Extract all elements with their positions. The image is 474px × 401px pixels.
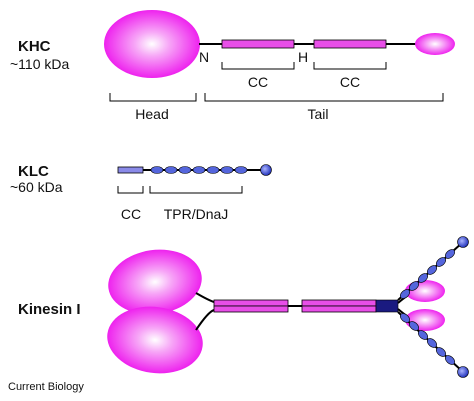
klc-tpr-bead <box>234 166 248 174</box>
kinesin-stalk-1-lower <box>213 305 289 313</box>
khc-head-domain <box>104 10 200 78</box>
khc-tail-globule <box>415 33 455 55</box>
klc-tpr-repeats <box>150 166 248 174</box>
kinesin-neck-line-2 <box>195 309 215 331</box>
klc-coiled-coil <box>117 166 144 174</box>
khc-cc1-label: CC <box>248 74 268 90</box>
kinesin-terminal-bead <box>457 236 469 248</box>
kinesin-tpr-bead <box>435 347 447 357</box>
kinesin-tpr-bead <box>417 330 429 340</box>
klc-tpr-bead <box>178 166 192 174</box>
khc-n-label: N <box>199 49 209 65</box>
klc-tpr-bracket <box>149 186 243 194</box>
khc-h-label: H <box>298 49 308 65</box>
kinesin-tail-globule-1 <box>405 280 445 302</box>
kinesin-tpr-bead <box>426 338 438 348</box>
kinesin-head-1 <box>108 249 202 315</box>
kinesin-stalk-1-upper <box>213 299 289 307</box>
kinesin-head-2 <box>107 306 203 374</box>
klc-cc-label: CC <box>121 206 141 222</box>
kinesin-title: Kinesin I <box>18 301 81 318</box>
kinesin-tpr-bead <box>444 249 456 259</box>
kinesin-klc-cc-block <box>375 299 399 313</box>
kinesin-tpr-bead <box>408 281 420 291</box>
kinesin-tpr-bead <box>417 273 429 283</box>
kinesin-terminal-bead <box>457 366 469 378</box>
khc-cc1-bracket <box>221 62 295 70</box>
klc-tpr-bead <box>150 166 164 174</box>
klc-tpr-label: TPR/DnaJ <box>164 206 229 222</box>
klc-terminal-bead <box>260 164 272 176</box>
khc-coiled-coil-2 <box>313 39 387 49</box>
klc-tpr-bead <box>164 166 178 174</box>
klc-tpr-bead <box>192 166 206 174</box>
klc-cc-bracket <box>117 186 144 194</box>
khc-head-label: Head <box>135 106 168 122</box>
khc-tail-label: Tail <box>307 106 328 122</box>
klc-mass: ~60 kDa <box>10 179 63 195</box>
kinesin-tpr-bead <box>444 355 456 365</box>
kinesin-tpr-bead <box>435 257 447 267</box>
klc-tpr-bead <box>206 166 220 174</box>
kinesin-stalk-2-lower <box>301 305 377 313</box>
kinesin-tpr-bead <box>408 321 420 331</box>
kinesin-neck-line-1 <box>195 292 215 303</box>
kinesin-tpr-bead <box>399 313 411 323</box>
kinesin-tpr-bead <box>426 265 438 275</box>
kinesin-tpr-bead <box>399 289 411 299</box>
khc-title: KHC <box>18 38 51 55</box>
klc-tpr-bead <box>220 166 234 174</box>
khc-head-bracket <box>109 93 197 102</box>
khc-cc2-bracket <box>313 62 387 70</box>
khc-mass: ~110 kDa <box>10 56 69 72</box>
credit-label: Current Biology <box>8 381 84 393</box>
kinesin-klc-chain-lower <box>397 311 469 378</box>
khc-coiled-coil-1 <box>221 39 295 49</box>
khc-cc2-label: CC <box>340 74 360 90</box>
kinesin-stalk-2-upper <box>301 299 377 307</box>
klc-title: KLC <box>18 163 49 180</box>
khc-tail-bracket <box>204 93 444 102</box>
kinesin-klc-chain-upper <box>397 236 469 301</box>
